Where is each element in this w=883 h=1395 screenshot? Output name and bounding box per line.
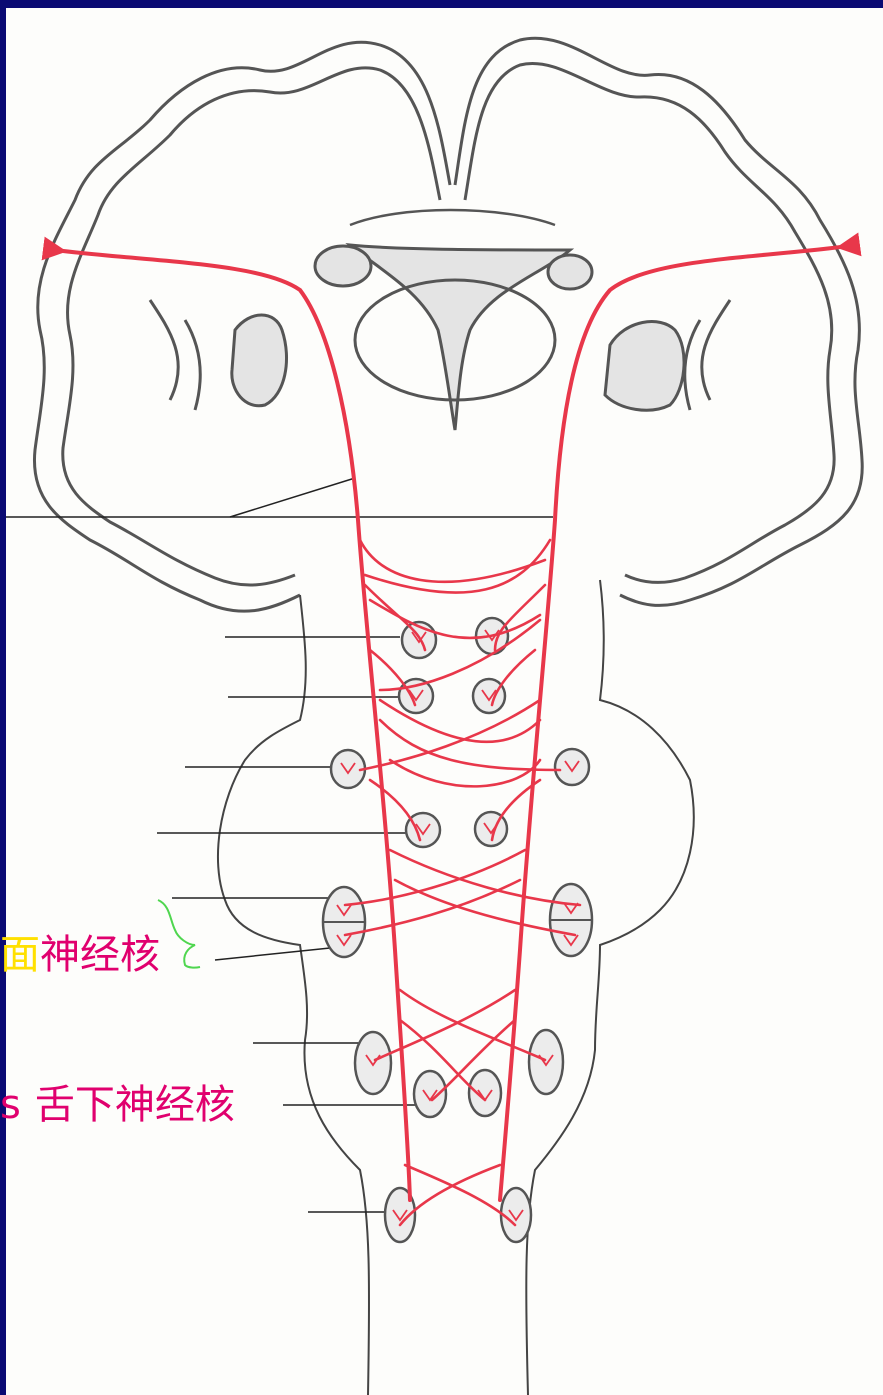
vagus-nucleus-right (529, 1030, 563, 1094)
facial-label-rest: 神经核 (40, 932, 160, 978)
facial-brace (158, 900, 200, 968)
facial-label-partial: 面 (0, 932, 40, 978)
midbrain-left (218, 595, 369, 1395)
vagus-nucleus-left (355, 1032, 391, 1094)
third-ventricle (350, 245, 570, 430)
leader-internal-capsule-diagonal (230, 478, 355, 517)
right-lentiform (605, 322, 684, 411)
hypoglossal-nucleus-right (469, 1070, 501, 1116)
leader-facial-lower (215, 948, 330, 960)
trochlear-nucleus-right (473, 679, 505, 713)
hypoglossal-nucleus-left (414, 1071, 446, 1117)
hypoglossal-label-text: 舌下神经核 (35, 1082, 235, 1128)
midbrain-right (526, 580, 693, 1395)
tract-terminals (337, 630, 579, 1220)
trigeminal-nucleus-right (555, 749, 589, 785)
right-thalamus-dot (548, 255, 592, 289)
hypoglossal-nucleus-label: s 舌下神经核 (0, 1082, 235, 1128)
hypoglossal-label-prefix: s (0, 1082, 21, 1128)
left-thalamus-dot (315, 246, 371, 286)
facial-nucleus-label: 面神经核 (0, 932, 160, 978)
corpus-callosum-line (350, 210, 555, 225)
ventricles (232, 245, 684, 430)
left-lentiform (232, 315, 287, 406)
brainstem-outline (218, 580, 694, 1395)
